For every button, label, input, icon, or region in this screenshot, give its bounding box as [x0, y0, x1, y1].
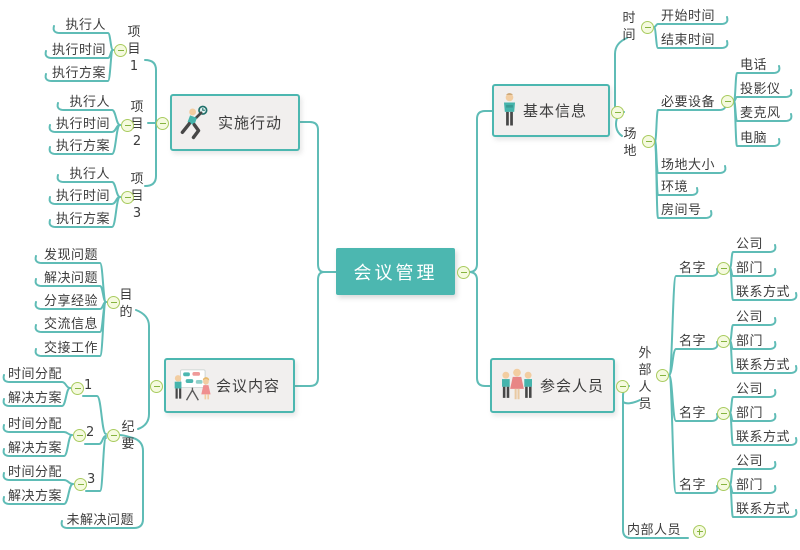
topic-room-number[interactable]: 房间号 [661, 203, 702, 218]
topic-start-time[interactable]: 开始时间 [661, 9, 716, 24]
central-topic[interactable]: 会议管理 [336, 248, 455, 295]
collapse-icon[interactable] [457, 266, 470, 279]
topic-project-1[interactable]: 项目1 [127, 25, 141, 74]
topic-purpose[interactable]: 目的 [119, 288, 133, 320]
collapse-icon[interactable] [611, 106, 624, 119]
topic-name-1[interactable]: 名字 [679, 261, 707, 276]
collapse-icon[interactable] [717, 407, 730, 420]
topic-venue[interactable]: 场地 [623, 127, 637, 159]
topic-find-problem[interactable]: 发现问题 [43, 248, 98, 263]
topic-department[interactable]: 部门 [736, 406, 764, 421]
collapse-icon[interactable] [642, 135, 655, 148]
collapse-icon[interactable] [121, 191, 134, 204]
topic-executor[interactable]: 执行人 [69, 95, 110, 110]
topic-project-2[interactable]: 项目2 [130, 100, 144, 149]
topic-time-alloc[interactable]: 时间分配 [7, 465, 62, 480]
branch-info-label: 基本信息 [523, 102, 588, 120]
topic-exec-time[interactable]: 执行时间 [51, 43, 106, 58]
topic-environment[interactable]: 环境 [661, 180, 689, 195]
topic-name-2[interactable]: 名字 [679, 334, 707, 349]
branch-action-label: 实施行动 [218, 114, 283, 132]
topic-internal-people[interactable]: 内部人员 [627, 523, 682, 538]
topic-phone[interactable]: 电话 [740, 58, 768, 73]
collapse-icon[interactable] [107, 296, 120, 309]
topic-external-people[interactable]: 外部人员 [638, 346, 652, 412]
topic-handover[interactable]: 交接工作 [43, 341, 98, 356]
topic-executor[interactable]: 执行人 [69, 167, 110, 182]
topic-projector[interactable]: 投影仪 [740, 82, 781, 97]
topic-name-4[interactable]: 名字 [679, 478, 707, 493]
topic-department[interactable]: 部门 [736, 334, 764, 349]
topic-exec-plan[interactable]: 执行方案 [55, 212, 110, 227]
topic-unresolved[interactable]: 未解决问题 [66, 513, 134, 528]
topic-exchange-info[interactable]: 交流信息 [43, 317, 98, 332]
topic-solution[interactable]: 解决方案 [7, 441, 62, 456]
topic-time-alloc[interactable]: 时间分配 [7, 367, 62, 382]
collapse-icon[interactable] [73, 429, 86, 442]
branch-attendees[interactable]: 参会人员 [490, 358, 615, 413]
topic-time[interactable]: 时间 [622, 11, 636, 43]
expand-icon[interactable] [693, 525, 706, 538]
topic-project-3[interactable]: 项目3 [130, 172, 144, 221]
topic-contact[interactable]: 联系方式 [736, 502, 791, 517]
people-group-icon [502, 368, 532, 400]
topic-solution[interactable]: 解决方案 [7, 391, 62, 406]
topic-venue-size[interactable]: 场地大小 [661, 158, 716, 173]
presentation-board-icon [174, 369, 211, 401]
collapse-icon[interactable] [721, 95, 734, 108]
topic-time-alloc[interactable]: 时间分配 [7, 417, 62, 432]
branch-attendees-label: 参会人员 [540, 377, 605, 395]
collapse-icon[interactable] [656, 369, 669, 382]
topic-contact[interactable]: 联系方式 [736, 430, 791, 445]
topic-microphone[interactable]: 麦克风 [740, 106, 781, 121]
topic-contact[interactable]: 联系方式 [736, 358, 791, 373]
topic-department[interactable]: 部门 [736, 478, 764, 493]
topic-company[interactable]: 公司 [736, 237, 764, 252]
topic-exec-plan[interactable]: 执行方案 [51, 66, 106, 81]
collapse-icon[interactable] [616, 380, 629, 393]
topic-exec-time[interactable]: 执行时间 [55, 189, 110, 204]
standing-person-icon [503, 92, 516, 125]
collapse-icon[interactable] [717, 335, 730, 348]
topic-computer[interactable]: 电脑 [740, 131, 768, 146]
topic-solution[interactable]: 解决方案 [7, 489, 62, 504]
branch-content-label: 会议内容 [216, 377, 281, 395]
topic-end-time[interactable]: 结束时间 [661, 33, 716, 48]
topic-minutes[interactable]: 纪要 [121, 420, 135, 452]
topic-executor[interactable]: 执行人 [65, 18, 106, 33]
topic-company[interactable]: 公司 [736, 454, 764, 469]
collapse-icon[interactable] [107, 429, 120, 442]
topic-name-3[interactable]: 名字 [679, 406, 707, 421]
collapse-icon[interactable] [641, 21, 654, 34]
topic-share-exp[interactable]: 分享经验 [43, 294, 98, 309]
topic-company[interactable]: 公司 [736, 310, 764, 325]
topic-contact[interactable]: 联系方式 [736, 285, 791, 300]
topic-exec-plan[interactable]: 执行方案 [55, 139, 110, 154]
collapse-icon[interactable] [717, 478, 730, 491]
branch-info[interactable]: 基本信息 [492, 84, 610, 137]
topic-exec-time[interactable]: 执行时间 [55, 117, 110, 132]
collapse-icon[interactable] [150, 380, 163, 393]
collapse-icon[interactable] [121, 119, 134, 132]
topic-minute-2[interactable]: 2 [86, 425, 95, 440]
collapse-icon[interactable] [74, 478, 87, 491]
topic-company[interactable]: 公司 [736, 382, 764, 397]
topic-solve-problem[interactable]: 解决问题 [43, 271, 98, 286]
topic-equipment[interactable]: 必要设备 [661, 95, 716, 110]
topic-minute-3[interactable]: 3 [87, 472, 96, 487]
collapse-icon[interactable] [71, 382, 84, 395]
collapse-icon[interactable] [114, 44, 127, 57]
topic-minute-1[interactable]: 1 [84, 378, 93, 393]
branch-content[interactable]: 会议内容 [164, 358, 295, 413]
branch-action[interactable]: 实施行动 [170, 94, 300, 151]
runner-clock-icon [180, 105, 208, 139]
collapse-icon[interactable] [717, 262, 730, 275]
collapse-icon[interactable] [156, 117, 169, 130]
topic-department[interactable]: 部门 [736, 261, 764, 276]
